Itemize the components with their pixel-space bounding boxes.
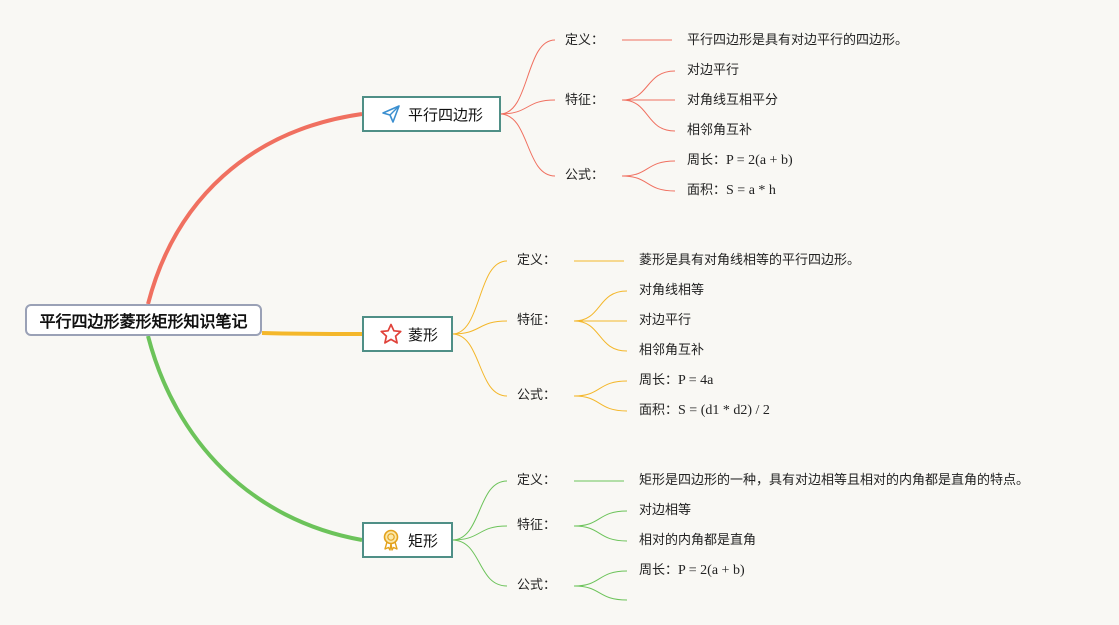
formula-value: P = 4a [678, 373, 714, 388]
formula-value: P = 2(a + b) [726, 153, 793, 168]
topic-title: 菱形 [408, 325, 439, 344]
feature-item: 相邻角互补 [687, 123, 753, 138]
formula-item: 周长：P = 2(a + b) [687, 153, 793, 169]
definition-text: 菱形是具有对角线相等的平行四边形。 [639, 253, 861, 268]
paper-plane-icon [380, 103, 402, 125]
feature-item: 对角线相等 [639, 283, 705, 298]
feature-item: 对边平行 [639, 313, 692, 328]
formula-label: 公式： [517, 578, 557, 593]
formula-item: 周长：P = 4a [639, 373, 713, 389]
formula-name: 周长： [687, 153, 727, 168]
formula-label: 公式： [565, 168, 605, 183]
feature-item: 对角线互相平分 [687, 93, 779, 108]
definition-label: 定义： [565, 33, 605, 48]
feature-item: 对边相等 [639, 503, 692, 518]
root-node[interactable]: 平行四边形菱形矩形知识笔记 [25, 304, 262, 336]
formula-name: 周长： [639, 373, 679, 388]
award-ribbon-icon [380, 529, 402, 551]
star-icon [380, 323, 402, 345]
definition-text: 矩形是四边形的一种，具有对边相等且相对的内角都是直角的特点。 [639, 473, 1030, 488]
definition-label: 定义： [517, 253, 557, 268]
formula-item: 面积：S = a * h [687, 183, 776, 199]
formula-name: 周长： [639, 563, 679, 578]
formula-value: S = a * h [726, 183, 776, 198]
formula-label: 公式： [517, 388, 557, 403]
topic-title: 矩形 [408, 531, 439, 550]
features-label: 特征： [565, 93, 605, 108]
topic-parallelogram[interactable]: 平行四边形 [362, 96, 501, 132]
root-title: 平行四边形菱形矩形知识笔记 [39, 312, 248, 331]
branch-rhombus [261, 331, 363, 336]
formula-name: 面积： [687, 183, 727, 198]
topic-rhombus[interactable]: 菱形 [362, 316, 453, 352]
formula-name: 面积： [639, 403, 679, 418]
formula-value: P = 2(a + b) [678, 563, 745, 578]
features-label: 特征： [517, 518, 557, 533]
rectangle-links [451, 480, 628, 601]
formula-item: 周长：P = 2(a + b) [639, 563, 745, 579]
topic-rectangle[interactable]: 矩形 [362, 522, 453, 558]
rhombus-links [451, 260, 628, 412]
definition-label: 定义： [517, 473, 557, 488]
topic-title: 平行四边形 [408, 105, 484, 124]
formula-item: 面积：S = (d1 * d2) / 2 [639, 403, 770, 419]
feature-item: 对边平行 [687, 63, 740, 78]
branch-rectangle [146, 335, 363, 542]
formula-value: S = (d1 * d2) / 2 [678, 403, 770, 418]
feature-item: 相邻角互补 [639, 343, 705, 358]
branch-parallelogram [146, 112, 363, 305]
feature-item: 相对的内角都是直角 [639, 533, 757, 548]
definition-text: 平行四边形是具有对边平行的四边形。 [687, 33, 909, 48]
parallelogram-links [499, 39, 676, 192]
features-label: 特征： [517, 313, 557, 328]
